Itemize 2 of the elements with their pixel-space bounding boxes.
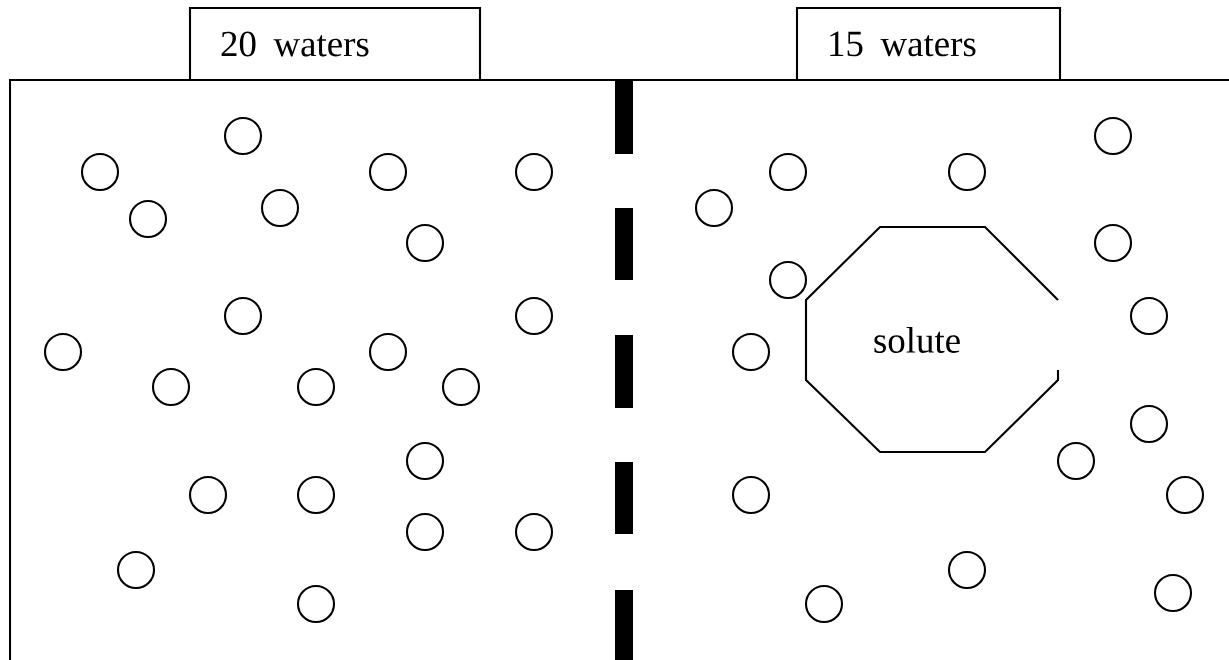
label-box: 20 waters bbox=[188, 6, 482, 82]
label-box: 15 waters bbox=[795, 6, 1062, 82]
